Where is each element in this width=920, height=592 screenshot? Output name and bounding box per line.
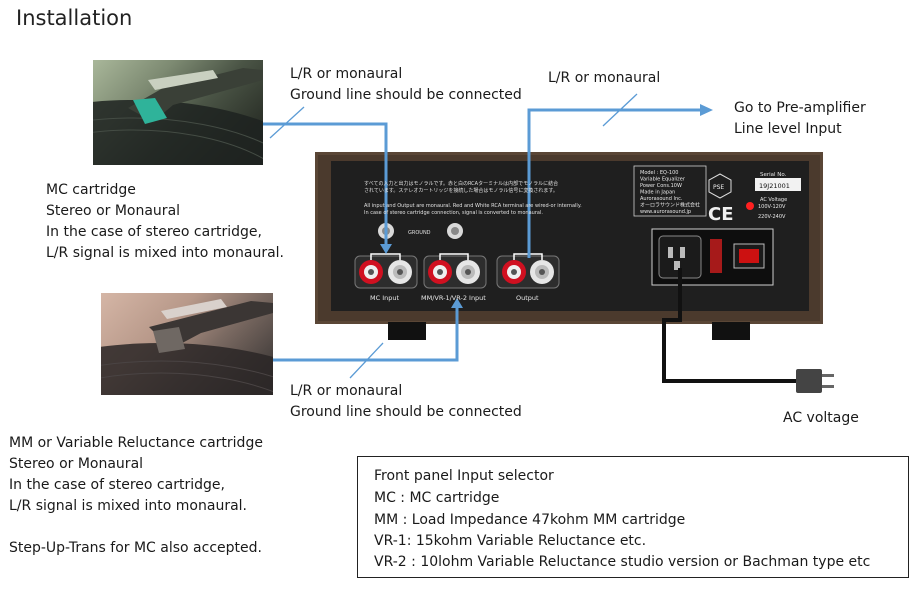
ac-220-label: 220V-240V [758, 214, 786, 220]
arrow-mm [451, 298, 463, 308]
serial-label: Serial No. [760, 172, 787, 178]
input-selector-box: Front panel Input selector MC : MC cartr… [357, 456, 909, 578]
mc-description: MC cartridge Stereo or Monaural In the c… [46, 180, 284, 264]
slash-mark-mc [269, 106, 305, 139]
mc-description-line: In the case of stereo cartridge, [46, 224, 262, 240]
arrow-output [700, 104, 713, 116]
mc-description-line: MC cartridge [46, 182, 136, 198]
top-left-wire-label-line1: L/R or monaural [290, 66, 403, 82]
pse-label: PSE [713, 184, 724, 191]
bottom-wire-label-line2: Ground line should be connected [290, 404, 522, 420]
panel-mm-input-label: MM/VR-1/VR-2 Input [421, 294, 486, 302]
arrow-mc [380, 244, 392, 254]
serial-box [755, 178, 801, 191]
selector-row-vr1: VR-1: 15kohm Variable Reluctance etc. [374, 533, 647, 549]
mc-input-jacks [354, 253, 418, 289]
foot-left [388, 322, 426, 340]
spec-line-4: Aurorasound Inc. [640, 196, 683, 202]
mm-description-line: MM or Variable Reluctance cartridge [9, 435, 263, 451]
wire-output [527, 108, 700, 258]
pse-mark [708, 173, 732, 199]
preamp-label: Go to Pre-amplifier Line level Input [734, 98, 866, 140]
spec-line-2: Power Cons.10W [640, 183, 682, 189]
signal-wires [263, 108, 700, 362]
panel-en-line1: All input and Output are monaural. Red a… [364, 203, 582, 209]
serial-value: 19J21001 [759, 182, 790, 190]
mc-description-line: L/R signal is mixed into monaural. [46, 245, 284, 261]
output-wire-label: L/R or monaural [548, 70, 661, 86]
mm-description-line: Stereo or Monaural [9, 456, 144, 472]
selector-row-mc: MC : MC cartridge [374, 490, 500, 506]
selector-row-vr2: VR-2 : 10lohm Variable Reluctance studio… [374, 554, 871, 570]
ce-mark: CE [708, 204, 734, 225]
foot-right [712, 322, 750, 340]
spec-line-5: オーロラサウンド株式会社 [640, 202, 700, 209]
ac-voltage-label: AC voltage [783, 410, 859, 426]
slash-mark-output [602, 93, 638, 127]
mm-cartridge-photo [101, 293, 273, 395]
preamp-label-line1: Go to Pre-amplifier [734, 100, 866, 116]
mm-description-line: L/R signal is mixed into monaural. [9, 498, 247, 514]
mc-description-line: Stereo or Monaural [46, 203, 181, 219]
selector-heading: Front panel Input selector [374, 468, 554, 484]
step-up-note: Step-Up-Trans for MC also accepted. [9, 540, 262, 556]
panel-output-label: Output [516, 294, 539, 302]
spec-plate [633, 165, 707, 217]
spec-line-1: Variable Equalizer [640, 177, 686, 183]
panel-ground-label: GROUND [408, 230, 431, 236]
ac-plug [796, 369, 822, 393]
mm-input-jacks [423, 253, 487, 289]
selector-row-mm: MM : Load Impedance 47kohm MM cartridge [374, 512, 686, 528]
spec-line-3: Made in Japan [640, 190, 675, 196]
ac-cable [662, 268, 796, 383]
panel-jp-line1: すべての入力と出力はモノラルです。赤と白のRCAターミナルは内部でモノラルに結合 [364, 180, 558, 187]
ac-voltage-panel-label: AC Voltage [760, 197, 787, 203]
mc-cartridge-photo [93, 60, 263, 165]
wire-mm-input [273, 308, 459, 362]
ac-100-label: 100V-120V [758, 204, 786, 210]
top-left-wire-label: L/R or monaural Ground line should be co… [290, 64, 522, 106]
mm-description: MM or Variable Reluctance cartridge Ster… [9, 433, 263, 517]
bottom-wire-label-line1: L/R or monaural [290, 383, 403, 399]
fuse-holder [710, 239, 722, 273]
preamp-label-line2: Line level Input [734, 121, 842, 137]
panel-en-line2: In case of stereo cartridge connection, … [364, 210, 543, 216]
panel-mc-input-label: MC Input [370, 294, 399, 302]
panel-jp-line2: されています。ステレオカートリッジを接続した場合はモノラル信号に変換されます。 [364, 187, 558, 194]
spec-line-6: www.aurorasound.jp [640, 209, 691, 215]
page-title: Installation [16, 6, 133, 30]
top-left-wire-label-line2: Ground line should be connected [290, 87, 522, 103]
voltage-led [746, 202, 754, 210]
spec-line-0: Model : EQ-100 [640, 170, 678, 176]
output-jacks [496, 253, 560, 289]
wire-mc-input [263, 122, 388, 246]
mm-description-line: In the case of stereo cartridge, [9, 477, 225, 493]
bottom-wire-label: L/R or monaural Ground line should be co… [290, 381, 522, 423]
slash-mark-mm [349, 342, 384, 379]
